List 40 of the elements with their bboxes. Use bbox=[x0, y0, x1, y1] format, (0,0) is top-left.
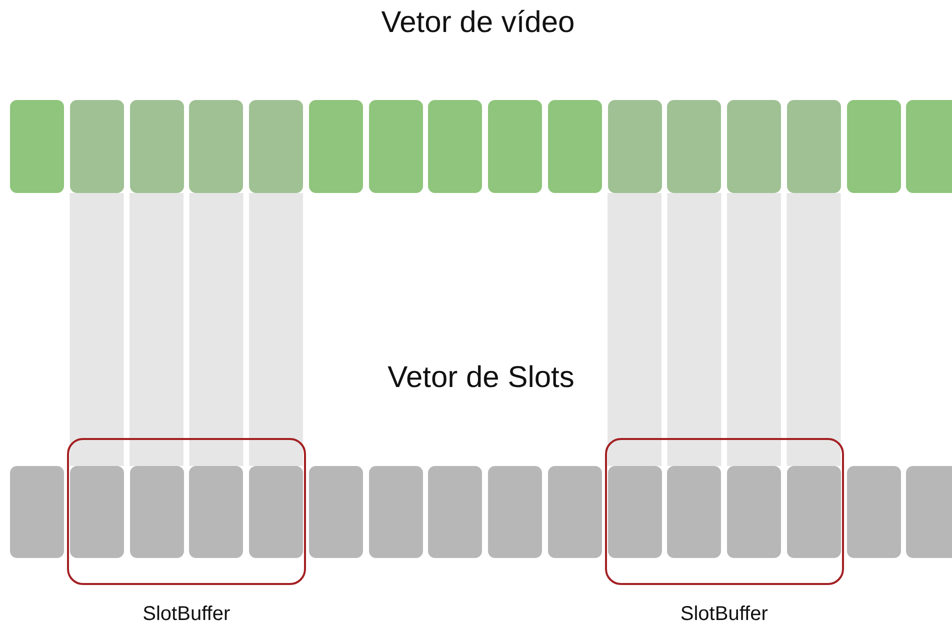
video-frame-box bbox=[548, 100, 602, 193]
title: Vetor de vídeo bbox=[381, 6, 575, 40]
slot-box bbox=[727, 466, 781, 558]
slot-box bbox=[667, 466, 722, 558]
video-frame-box bbox=[727, 100, 781, 193]
video-frame-box bbox=[906, 100, 952, 193]
slot-buffer-label: SlotBuffer bbox=[680, 603, 768, 626]
video-frame-box bbox=[608, 100, 662, 193]
section-heading: Vetor de Slots bbox=[388, 361, 574, 395]
video-frame-box bbox=[488, 100, 542, 193]
projection-band bbox=[608, 193, 662, 466]
video-frame-box bbox=[70, 100, 124, 193]
projection-band bbox=[786, 193, 841, 466]
slot-box bbox=[189, 466, 244, 558]
slot-box bbox=[70, 466, 124, 558]
video-frame-box bbox=[428, 100, 482, 193]
projection-band bbox=[70, 193, 124, 466]
slot-buffer-label: SlotBuffer bbox=[142, 603, 230, 626]
video-frame-box bbox=[10, 100, 64, 193]
slot-box bbox=[249, 466, 303, 558]
video-frame-box bbox=[786, 100, 841, 193]
slot-box bbox=[308, 466, 363, 558]
video-frame-box bbox=[249, 100, 303, 193]
slot-box bbox=[786, 466, 841, 558]
slot-box bbox=[608, 466, 662, 558]
slot-box bbox=[10, 466, 64, 558]
projection-band bbox=[249, 193, 303, 466]
slot-box bbox=[368, 466, 422, 558]
slot-box bbox=[846, 466, 900, 558]
video-frame-box bbox=[189, 100, 244, 193]
video-frame-box bbox=[130, 100, 184, 193]
video-frame-box bbox=[308, 100, 363, 193]
video-frame-box bbox=[846, 100, 900, 193]
video-frame-box bbox=[368, 100, 422, 193]
slot-box bbox=[488, 466, 542, 558]
video-frame-box bbox=[667, 100, 722, 193]
slot-box bbox=[548, 466, 602, 558]
slot-box bbox=[428, 466, 482, 558]
slot-box bbox=[130, 466, 184, 558]
slot-box bbox=[906, 466, 952, 558]
